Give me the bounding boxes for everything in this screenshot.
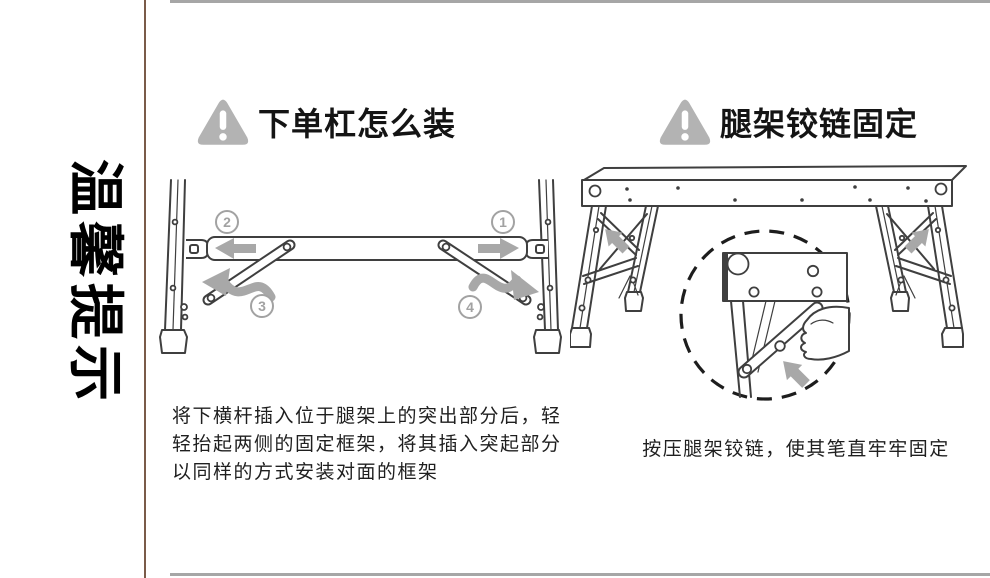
panel-title: 温馨提示 (64, 159, 127, 407)
right-leg-foot (533, 329, 562, 354)
section-lower-bar-heading: 下单杠怎么装 (196, 97, 456, 147)
hinge-description: 按压腿架铰链，使其笔直牢牢固定 (642, 439, 950, 460)
leg-hinge-fixing-diagram (570, 165, 967, 401)
svg-text:1: 1 (499, 214, 507, 230)
step-marker-2: 2 (215, 210, 239, 234)
lower-bar-installation-diagram: 2 1 3 4 (159, 179, 562, 354)
svg-text:3: 3 (258, 298, 266, 314)
section-lower-bar-heading-text: 下单杠怎么装 (258, 106, 457, 142)
section-hinge-heading: 腿架铰链固定 (658, 97, 918, 147)
rotate-arrow-left-icon (202, 268, 276, 302)
right-leg (533, 179, 562, 354)
step-marker-4: 4 (458, 295, 482, 319)
left-leg-foot (159, 329, 188, 354)
warning-triangle-icon (658, 97, 712, 147)
slide-right-arrow-icon (478, 238, 519, 259)
step-marker-3: 3 (250, 294, 274, 318)
svg-text:2: 2 (223, 214, 231, 230)
left-a-frame-leg (570, 205, 659, 348)
step-marker-1: 1 (491, 210, 515, 234)
hinge-rod (737, 301, 824, 379)
hinge-closeup (722, 252, 850, 398)
table-top (581, 165, 967, 207)
left-leg (159, 179, 189, 354)
hand-press-icon (800, 305, 850, 361)
lower-bar-description: 将下横杆插入位于腿架上的突出部分后，轻轻抬起两侧的固定框架，将其插入突起部分以同… (172, 406, 562, 483)
svg-text:4: 4 (466, 299, 474, 315)
bottom-border-line (170, 573, 990, 576)
warning-triangle-icon (196, 97, 250, 147)
slide-left-arrow-icon (215, 238, 256, 259)
right-a-frame-leg (875, 205, 964, 348)
vertical-divider (144, 0, 146, 578)
section-hinge-heading-text: 腿架铰链固定 (720, 106, 919, 142)
rotate-arrow-right-icon (468, 270, 539, 300)
top-border-line (170, 0, 990, 3)
